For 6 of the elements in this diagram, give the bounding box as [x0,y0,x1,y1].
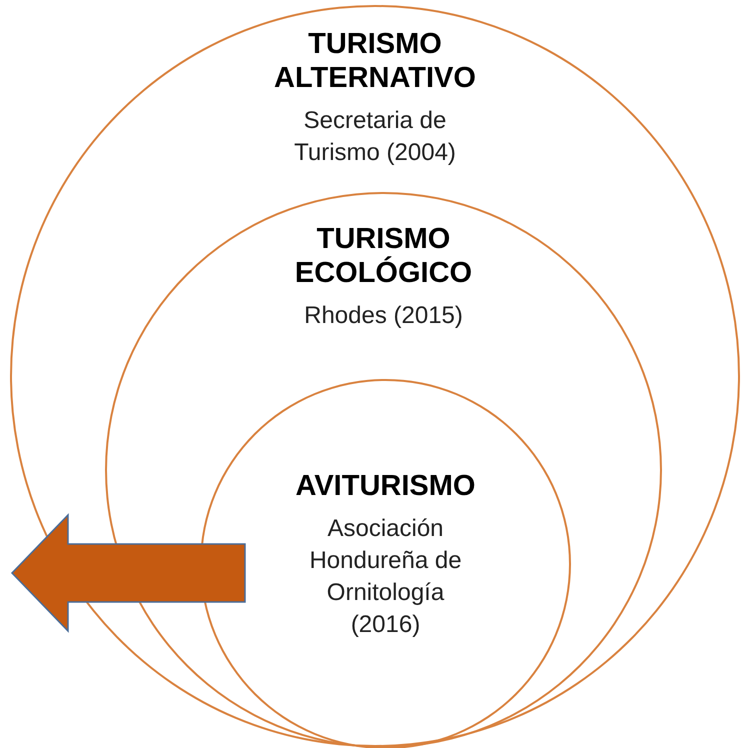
circle-title: AVITURISMO [294,469,476,503]
circle-text: Secretaria de Turismo (2004) [293,106,457,168]
circle-title: TURISMO ECOLÓGICO [294,222,474,290]
circle-text: Asociación Hondureña de Ornitología (2016) [308,514,463,640]
circle-text: Rhodes (2015) [303,301,464,331]
circle-title: TURISMO ALTERNATIVO [273,27,477,95]
